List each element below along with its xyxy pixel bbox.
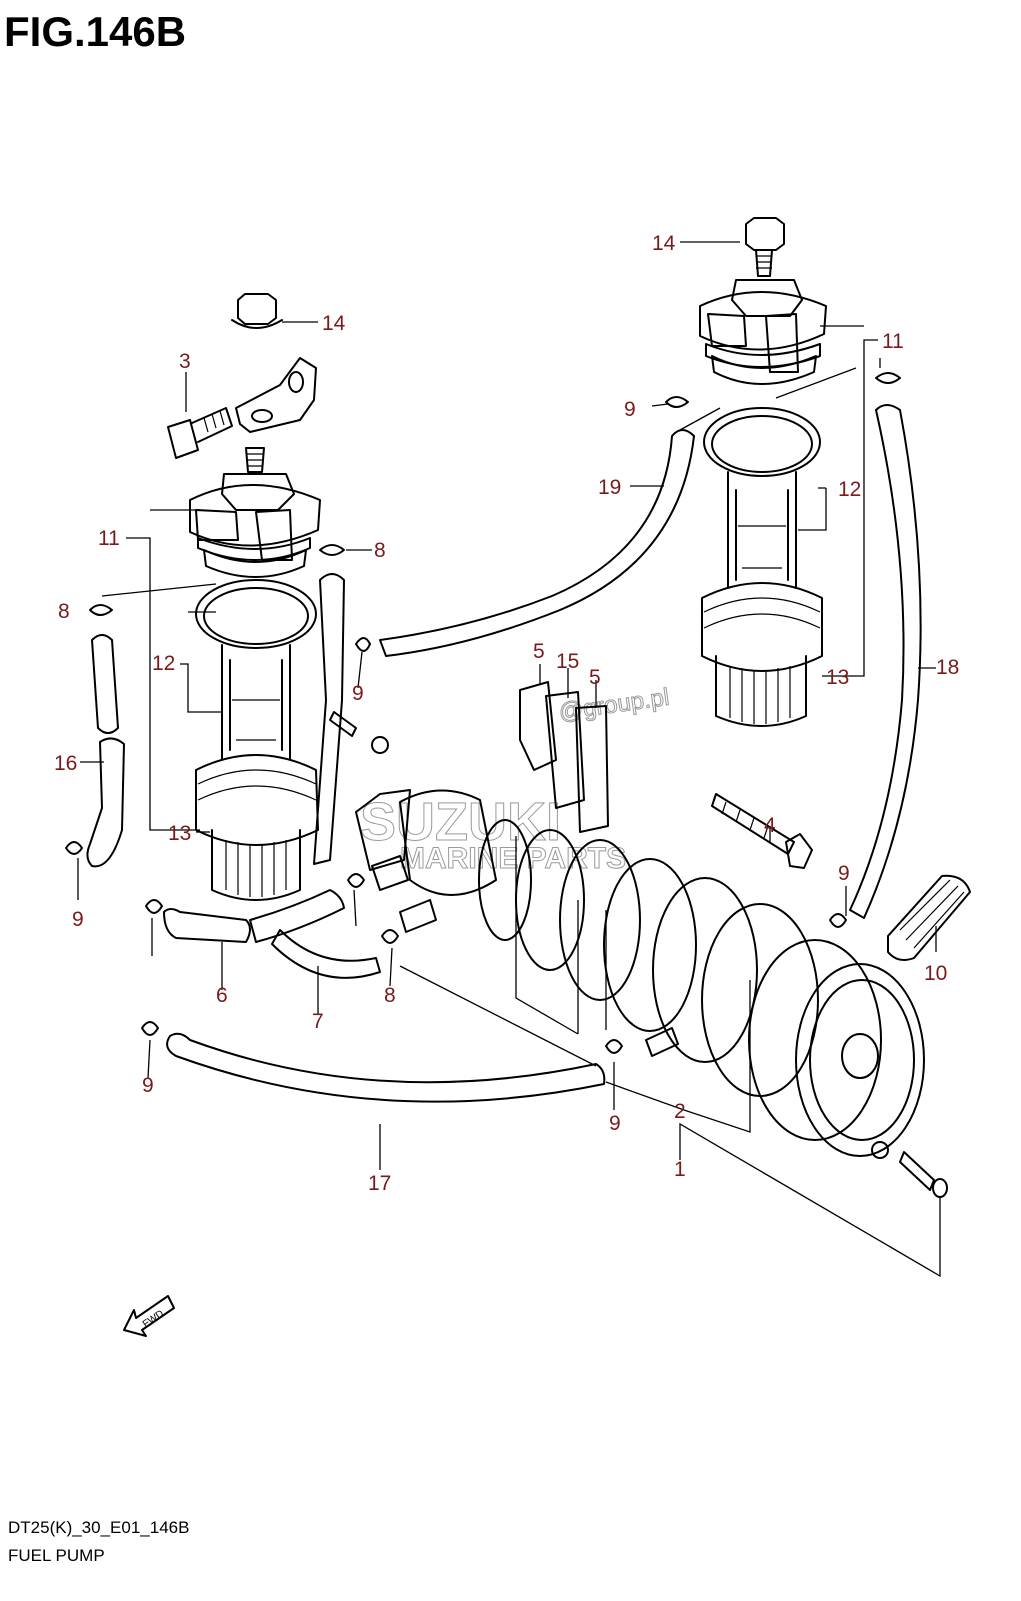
callout-1: 1	[674, 1158, 686, 1181]
figure-title: FIG.146B	[4, 8, 187, 55]
hose-17	[166, 1032, 606, 1103]
callout-18: 18	[936, 656, 959, 679]
cap-right	[745, 217, 785, 251]
cap-left	[231, 293, 283, 329]
callout-12-left: 12	[152, 652, 175, 675]
watermark: @group.pl SUZUKI MARINE PARTS	[360, 683, 672, 875]
bracket	[235, 357, 317, 433]
callout-19: 19	[598, 476, 621, 499]
callout-11-left: 11	[98, 527, 120, 550]
hose-19	[379, 429, 695, 657]
callout-9-f: 9	[838, 862, 850, 885]
callout-9-a: 9	[352, 682, 364, 705]
callout-15: 15	[556, 650, 579, 673]
callout-9-d: 9	[142, 1074, 154, 1097]
diagram-name: FUEL PUMP	[8, 1546, 105, 1565]
filter-head-right	[699, 249, 827, 385]
pump-body	[355, 789, 925, 1157]
callout-9-e: 9	[609, 1112, 621, 1135]
callouts: 14 3 11 8 12 16 13 9 6 7 17 14 11 9 19 1…	[54, 232, 959, 1195]
callout-4: 4	[764, 814, 776, 837]
callout-7: 7	[312, 1010, 324, 1033]
screw-4	[711, 793, 813, 869]
callout-13-right: 13	[826, 666, 849, 689]
leader-lines	[77, 241, 941, 1278]
callout-5-right: 5	[589, 666, 601, 689]
hose-6	[163, 889, 345, 943]
hose-10	[887, 874, 971, 961]
callout-10: 10	[924, 962, 947, 985]
fwd-arrow-icon: FWD	[123, 1295, 175, 1337]
callout-8-c: 8	[384, 984, 396, 1007]
callout-6: 6	[216, 984, 228, 1007]
callout-13-left: 13	[168, 822, 191, 845]
callout-16: 16	[54, 752, 77, 775]
callout-14-right: 14	[652, 232, 676, 255]
hose-7	[271, 929, 381, 979]
hose-right-of-left-filter	[313, 573, 345, 865]
filter-bowl-right	[701, 407, 823, 727]
filter-head-left	[189, 447, 321, 578]
callout-8-b: 8	[58, 600, 70, 623]
callout-14-left: 14	[322, 312, 346, 335]
callout-11-right: 11	[882, 330, 904, 353]
hose-18	[849, 404, 922, 919]
hose-16	[86, 634, 125, 868]
callout-3: 3	[179, 350, 191, 373]
callout-17: 17	[368, 1172, 391, 1195]
watermark-line-1: @group.pl	[557, 684, 671, 726]
clamps	[65, 372, 901, 1054]
watermark-line-2: SUZUKI	[360, 792, 561, 852]
callout-8-a: 8	[374, 539, 386, 562]
model-code: DT25(K)_30_E01_146B	[8, 1518, 190, 1537]
callout-5-left: 5	[533, 640, 545, 663]
callout-9-c: 9	[72, 908, 84, 931]
bolt-3	[167, 407, 233, 459]
callout-2: 2	[674, 1100, 686, 1123]
filter-bowl-left	[195, 579, 319, 901]
screw-small	[329, 711, 389, 754]
watermark-line-3: MARINE PARTS	[400, 842, 626, 875]
callout-12-right: 12	[838, 478, 861, 501]
callout-9-b: 9	[624, 398, 636, 421]
